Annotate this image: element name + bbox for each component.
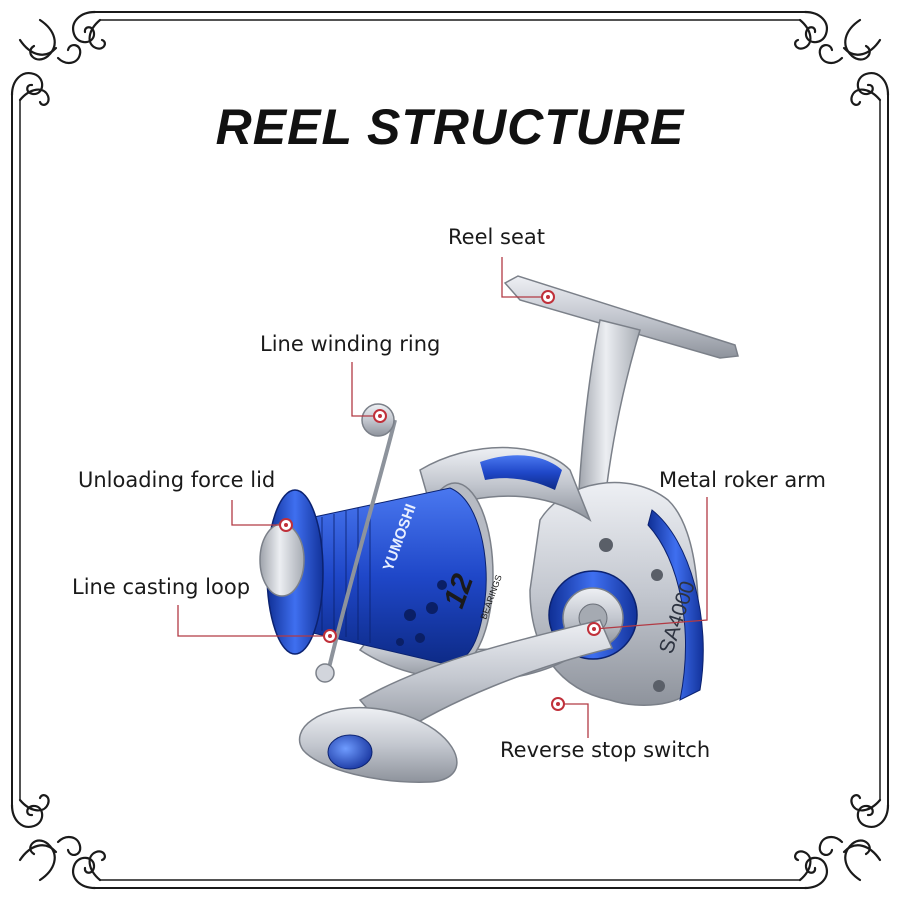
bail-pivot xyxy=(315,663,335,683)
label-unloading-force-lid: Unloading force lid xyxy=(78,468,276,492)
marker-line-winding-ring xyxy=(373,409,387,423)
rotor-blue-accent xyxy=(480,455,562,490)
marker-metal-roker-arm xyxy=(587,622,601,636)
handle-arm xyxy=(358,619,614,739)
label-metal-roker-arm: Metal roker arm xyxy=(659,468,826,492)
label-line-winding-ring: Line winding ring xyxy=(260,332,441,356)
label-reverse-stop-switch: Reverse stop switch xyxy=(500,738,711,762)
corner-ornament xyxy=(10,10,106,106)
reel-stem xyxy=(577,319,641,506)
handle-knob xyxy=(298,706,458,783)
marker-unloading-force-lid xyxy=(279,518,293,532)
marker-reverse-stop-switch xyxy=(551,697,565,711)
label-reel-seat: Reel seat xyxy=(448,225,545,249)
spool-holes xyxy=(396,580,447,646)
drag-knob xyxy=(259,523,305,597)
handle-knob-blue xyxy=(327,734,373,770)
page-title: REEL STRUCTURE xyxy=(215,99,685,155)
label-line-casting-loop: Line casting loop xyxy=(72,575,251,599)
marker-reel-seat xyxy=(541,290,555,304)
marker-line-casting-loop xyxy=(323,629,337,643)
